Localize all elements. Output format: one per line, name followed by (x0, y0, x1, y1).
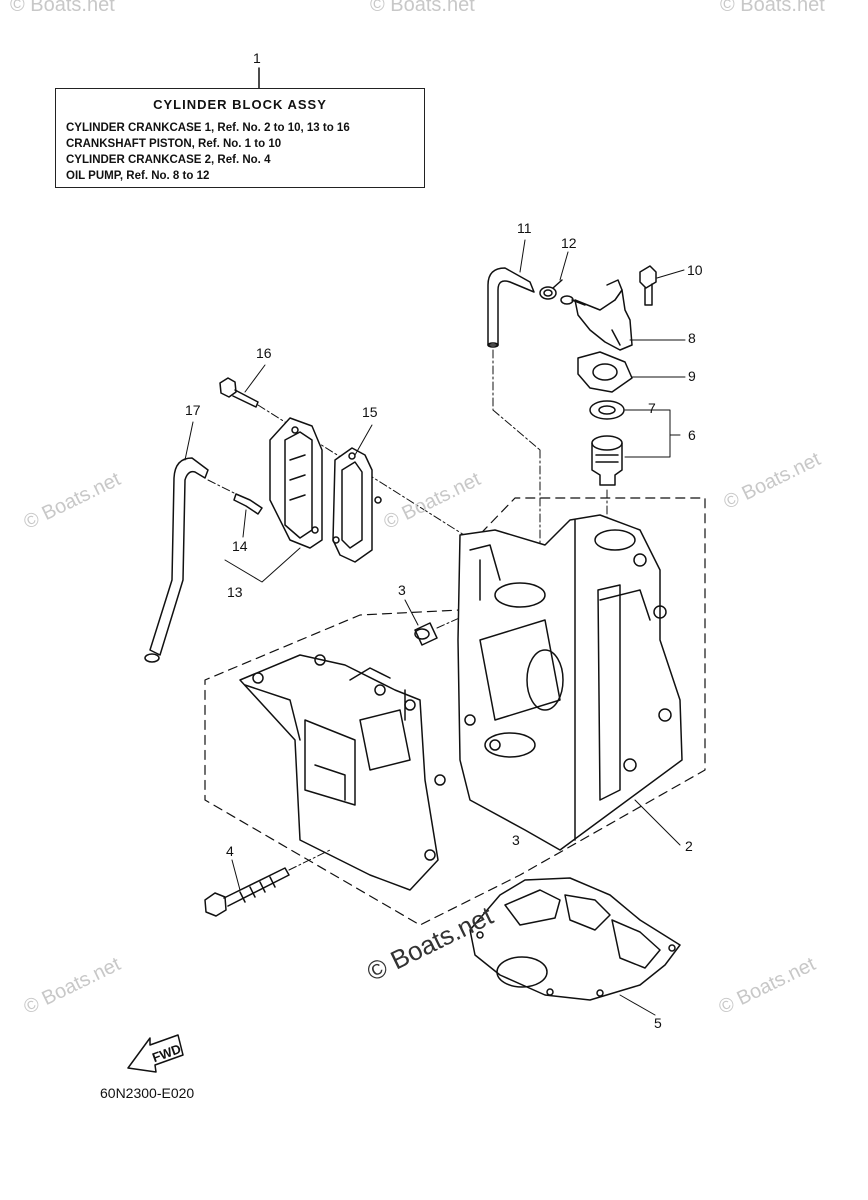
watermark-top-left: © Boats.net (10, 0, 115, 16)
part-16-bolt (219, 377, 259, 408)
callout-13: 13 (227, 584, 243, 600)
part-12-clip (539, 279, 563, 300)
callout-14: 14 (232, 538, 248, 554)
leader-11 (519, 239, 526, 273)
leader-12 (559, 251, 569, 281)
callout-5: 5 (654, 1015, 662, 1031)
info-line-1: CYLINDER CRANKCASE 1, Ref. No. 2 to 10, … (66, 122, 350, 134)
part-6-thermostat (591, 435, 623, 486)
leader-15 (354, 424, 373, 456)
callout-7: 7 (648, 400, 656, 416)
callout-6: 6 (688, 427, 696, 443)
callout-9: 9 (688, 368, 696, 384)
leader-13 (224, 547, 301, 583)
watermark-top-center: © Boats.net (370, 0, 475, 16)
part-4-bolt (204, 867, 290, 917)
dashdot-17 (207, 479, 241, 497)
callout-16: 16 (256, 345, 272, 361)
part-7-seal (589, 400, 625, 420)
callout-3-upper: 3 (398, 582, 406, 598)
fwd-arrow-icon (127, 1034, 184, 1073)
callout-11: 11 (517, 220, 532, 236)
leader-10 (656, 269, 685, 279)
info-box-title: CYLINDER BLOCK ASSY (153, 97, 327, 112)
part-11-hose (487, 267, 535, 348)
callout-8: 8 (688, 330, 696, 346)
callout-3-lower: 3 (512, 832, 520, 848)
part-4-crankcase (239, 654, 446, 891)
watermark-top-right: © Boats.net (720, 0, 825, 16)
callout-17: 17 (185, 402, 201, 418)
part-3-dowel-upper (414, 622, 438, 646)
leader-17 (184, 421, 194, 461)
leader-16 (244, 364, 266, 393)
info-line-2: CRANKSHAFT PISTON, Ref. No. 1 to 10 (66, 138, 282, 150)
leader-2 (634, 799, 681, 846)
leader-4 (231, 859, 241, 891)
part-15-gasket (332, 447, 382, 563)
leader-3a (404, 599, 419, 626)
cylinder-block-assy-info-box: CYLINDER BLOCK ASSY CYLINDER CRANKCASE 1… (55, 88, 425, 188)
part-2-cylinder-block (457, 514, 683, 851)
part-13-cover (269, 417, 323, 549)
info-line-4: OIL PUMP, Ref. No. 8 to 12 (66, 170, 210, 182)
dashdot-4 (288, 849, 331, 871)
leader-5 (619, 994, 656, 1016)
leader-6 (624, 409, 681, 458)
callout-1: 1 (253, 50, 261, 66)
callout-15: 15 (362, 404, 378, 420)
part-5-gasket (469, 877, 681, 1001)
part-14-pin (233, 493, 263, 515)
part-10-bolt (639, 265, 657, 306)
callout-10: 10 (687, 262, 703, 278)
callout-4: 4 (226, 843, 234, 859)
leader-14 (242, 509, 247, 538)
dashdot-11b (492, 409, 541, 451)
assembly-outline (204, 497, 706, 926)
diagram-code: 60N2300-E020 (100, 1085, 195, 1101)
part-9-gasket (577, 351, 633, 393)
part-8-oil-pump (560, 279, 633, 351)
info-line-3: CYLINDER CRANKCASE 2, Ref. No. 4 (66, 154, 271, 166)
part-17-hose (144, 457, 209, 663)
callout-2: 2 (685, 838, 693, 854)
callout-12: 12 (561, 235, 577, 251)
